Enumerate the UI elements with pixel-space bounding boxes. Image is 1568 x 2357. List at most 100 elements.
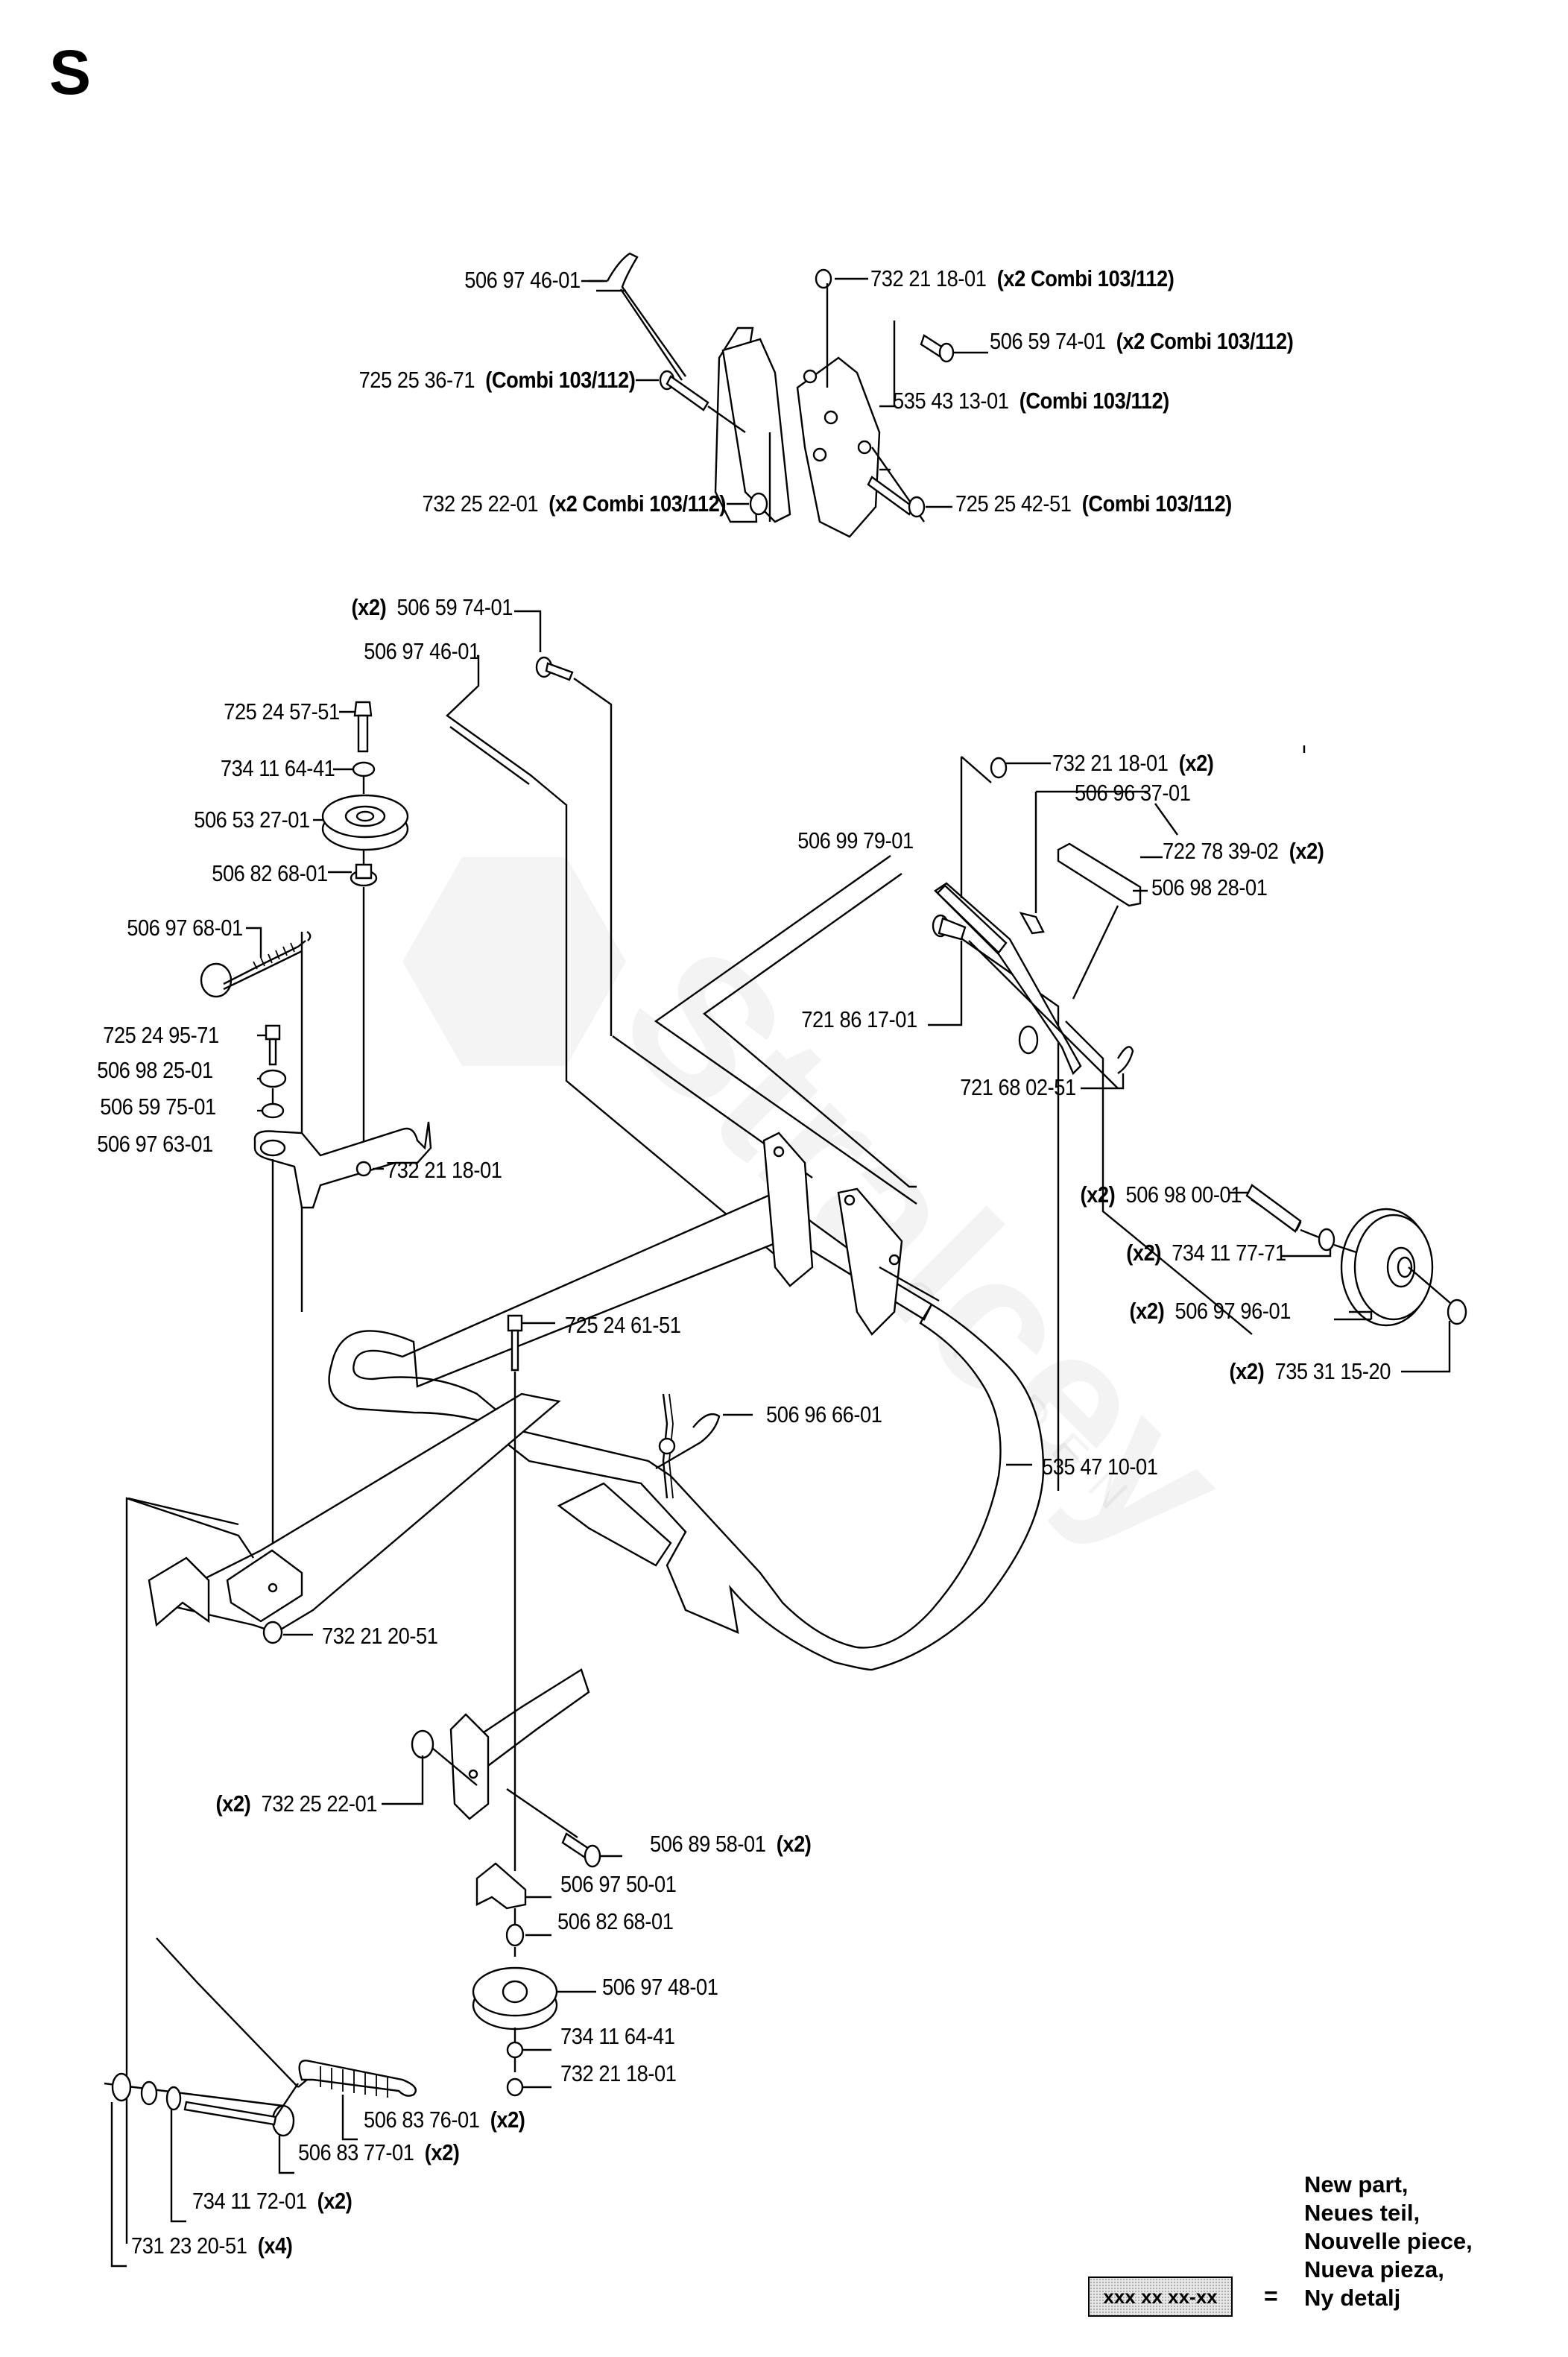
part-number: 506 97 46-01 <box>464 267 581 293</box>
part-number: 506 96 37-01 <box>1075 780 1191 806</box>
part-label[interactable]: 721 86 17-01 <box>801 1006 917 1033</box>
part-number: 506 59 74-01 <box>990 328 1106 354</box>
part-label[interactable]: 734 11 64-41 <box>221 755 335 782</box>
section-letter: S <box>49 37 92 107</box>
part-label[interactable]: (x2) 506 97 96-01 <box>1130 1298 1292 1325</box>
part-number: 734 11 64-41 <box>220 755 335 781</box>
part-number: 725 24 61-51 <box>565 1312 681 1338</box>
part-label[interactable]: 731 23 20-51 (x4) <box>131 2233 293 2259</box>
part-label[interactable]: 734 11 64-41 <box>560 2023 675 2050</box>
part-number: 506 96 66-01 <box>766 1401 882 1427</box>
part-label[interactable]: 506 59 74-01 (x2 Combi 103/112) <box>990 328 1294 355</box>
main-frame-tube <box>328 1191 1045 1671</box>
part-number: 725 24 95-71 <box>103 1022 219 1048</box>
part-label[interactable]: 506 82 68-01 <box>212 860 328 887</box>
part-label[interactable]: 725 24 61-51 <box>565 1312 681 1339</box>
part-number: 506 59 75-01 <box>100 1094 216 1120</box>
part-label[interactable]: 732 21 18-01 (x2 Combi 103/112) <box>870 265 1175 292</box>
part-prefix: (x2) <box>1229 1358 1265 1384</box>
part-label[interactable]: 506 83 77-01 (x2) <box>298 2139 460 2166</box>
part-number: 506 98 00-01 <box>1125 1181 1242 1208</box>
part-note: (x2) <box>424 2139 460 2165</box>
part-label[interactable]: 506 96 66-01 <box>766 1401 882 1428</box>
part-number: 732 21 18-01 <box>386 1157 502 1183</box>
part-number: 732 21 18-01 <box>870 265 987 291</box>
legend-equals: = <box>1264 2282 1278 2309</box>
part-label[interactable]: 734 11 72-01 (x2) <box>192 2188 353 2215</box>
part-prefix: (x2) <box>215 1790 251 1817</box>
part-number: 506 97 68-01 <box>127 915 243 941</box>
part-number: 535 47 10-01 <box>1042 1454 1158 1480</box>
part-number: 735 31 15-20 <box>1274 1358 1391 1384</box>
part-label[interactable]: 506 59 75-01 <box>100 1094 216 1120</box>
part-label[interactable]: 732 21 20-51 <box>322 1623 438 1650</box>
part-label[interactable]: 732 21 18-01 (x2) <box>1052 750 1214 777</box>
part-label[interactable]: 506 98 28-01 <box>1151 874 1268 901</box>
part-label[interactable]: (x2) 506 59 74-01 <box>352 594 513 621</box>
part-label[interactable]: 506 97 50-01 <box>560 1871 677 1898</box>
part-label[interactable]: 506 97 63-01 <box>97 1131 213 1158</box>
part-label[interactable]: 725 24 57-51 <box>224 698 340 725</box>
part-label[interactable]: 732 21 18-01 <box>386 1157 502 1184</box>
part-label[interactable]: 732 25 22-01 (x2 Combi 103/112) <box>423 490 727 517</box>
part-note: (x2) <box>1178 750 1214 776</box>
legend-line: Nueva pieza, <box>1304 2256 1444 2282</box>
part-note: (x2) <box>1289 838 1324 864</box>
part-number: 506 82 68-01 <box>557 1908 674 1934</box>
main-assembly <box>104 610 1467 2268</box>
part-number: 721 68 02-51 <box>960 1074 1076 1100</box>
part-prefix: (x2) <box>1080 1181 1116 1208</box>
part-number: 734 11 72-01 <box>192 2188 307 2214</box>
part-label[interactable]: 535 43 13-01 (Combi 103/112) <box>893 388 1169 414</box>
part-label[interactable]: 732 21 18-01 <box>560 2060 677 2087</box>
part-number: 506 98 28-01 <box>1151 874 1268 900</box>
part-number: 732 21 18-01 <box>560 2060 677 2086</box>
part-number: 506 97 63-01 <box>97 1131 213 1157</box>
part-number: 535 43 13-01 <box>893 388 1009 414</box>
part-label[interactable]: 506 97 46-01 <box>364 638 480 665</box>
part-number: 722 78 39-02 <box>1163 838 1279 864</box>
part-label[interactable]: (x2) 506 98 00-01 <box>1081 1181 1242 1208</box>
part-label[interactable]: (x2) 735 31 15-20 <box>1230 1358 1391 1385</box>
part-number: 725 25 36-71 <box>358 367 475 393</box>
frame-left-bracket <box>148 1556 210 1627</box>
part-label[interactable]: 506 97 48-01 <box>602 1974 718 2001</box>
part-label[interactable]: 506 96 37-01 <box>1075 780 1191 807</box>
part-label[interactable]: 725 24 95-71 <box>103 1022 219 1049</box>
arm-bracket-shape <box>253 1121 432 1209</box>
part-label[interactable]: (x2) 732 25 22-01 <box>215 1790 378 1817</box>
part-label[interactable]: 506 97 46-01 <box>464 267 581 294</box>
part-number: 732 21 18-01 <box>1052 750 1169 776</box>
watermark-logo: Stralcey GARDEN <box>402 857 1268 1593</box>
frame-square-plate <box>226 1549 303 1623</box>
frame-front-bracket <box>449 1713 490 1820</box>
hitch-side-plates <box>762 1132 814 1287</box>
part-number: 506 83 77-01 <box>298 2139 414 2165</box>
part-label[interactable]: 725 25 36-71 (Combi 103/112) <box>358 367 635 394</box>
part-label[interactable]: 721 68 02-51 <box>960 1074 1076 1101</box>
part-number: 725 24 57-51 <box>224 698 340 725</box>
part-label[interactable]: 506 89 58-01 (x2) <box>650 1831 812 1858</box>
part-note: (x2) <box>317 2188 353 2214</box>
top-bracket-assembly <box>581 252 988 538</box>
part-number: 506 89 58-01 <box>650 1831 766 1857</box>
part-label[interactable]: 506 53 27-01 <box>194 807 310 833</box>
part-number: 725 25 42-51 <box>955 490 1072 517</box>
bracket-plate-left <box>721 338 791 523</box>
part-label[interactable]: 506 98 25-01 <box>97 1057 213 1084</box>
part-prefix: (x2) <box>1126 1240 1162 1266</box>
part-label[interactable]: 506 82 68-01 <box>557 1908 674 1935</box>
part-label[interactable]: 535 47 10-01 <box>1042 1454 1158 1480</box>
part-label[interactable]: 506 83 76-01 (x2) <box>364 2107 525 2133</box>
legend-line: Ny detalj <box>1304 2285 1401 2311</box>
part-label[interactable]: 722 78 39-02 (x2) <box>1163 838 1324 865</box>
part-number: 732 21 20-51 <box>322 1623 438 1649</box>
frame-crossbar <box>154 1392 561 1634</box>
part-label[interactable]: 506 97 68-01 <box>127 915 243 941</box>
part-note: (x2) <box>490 2107 525 2133</box>
legend-text: New part, Neues teil, Nouvelle piece, Nu… <box>1304 2171 1473 2312</box>
part-label[interactable]: 725 25 42-51 (Combi 103/112) <box>955 490 1232 517</box>
part-label[interactable]: (x2) 734 11 77-71 <box>1126 1240 1287 1266</box>
part-label[interactable]: 506 99 79-01 <box>797 827 914 854</box>
